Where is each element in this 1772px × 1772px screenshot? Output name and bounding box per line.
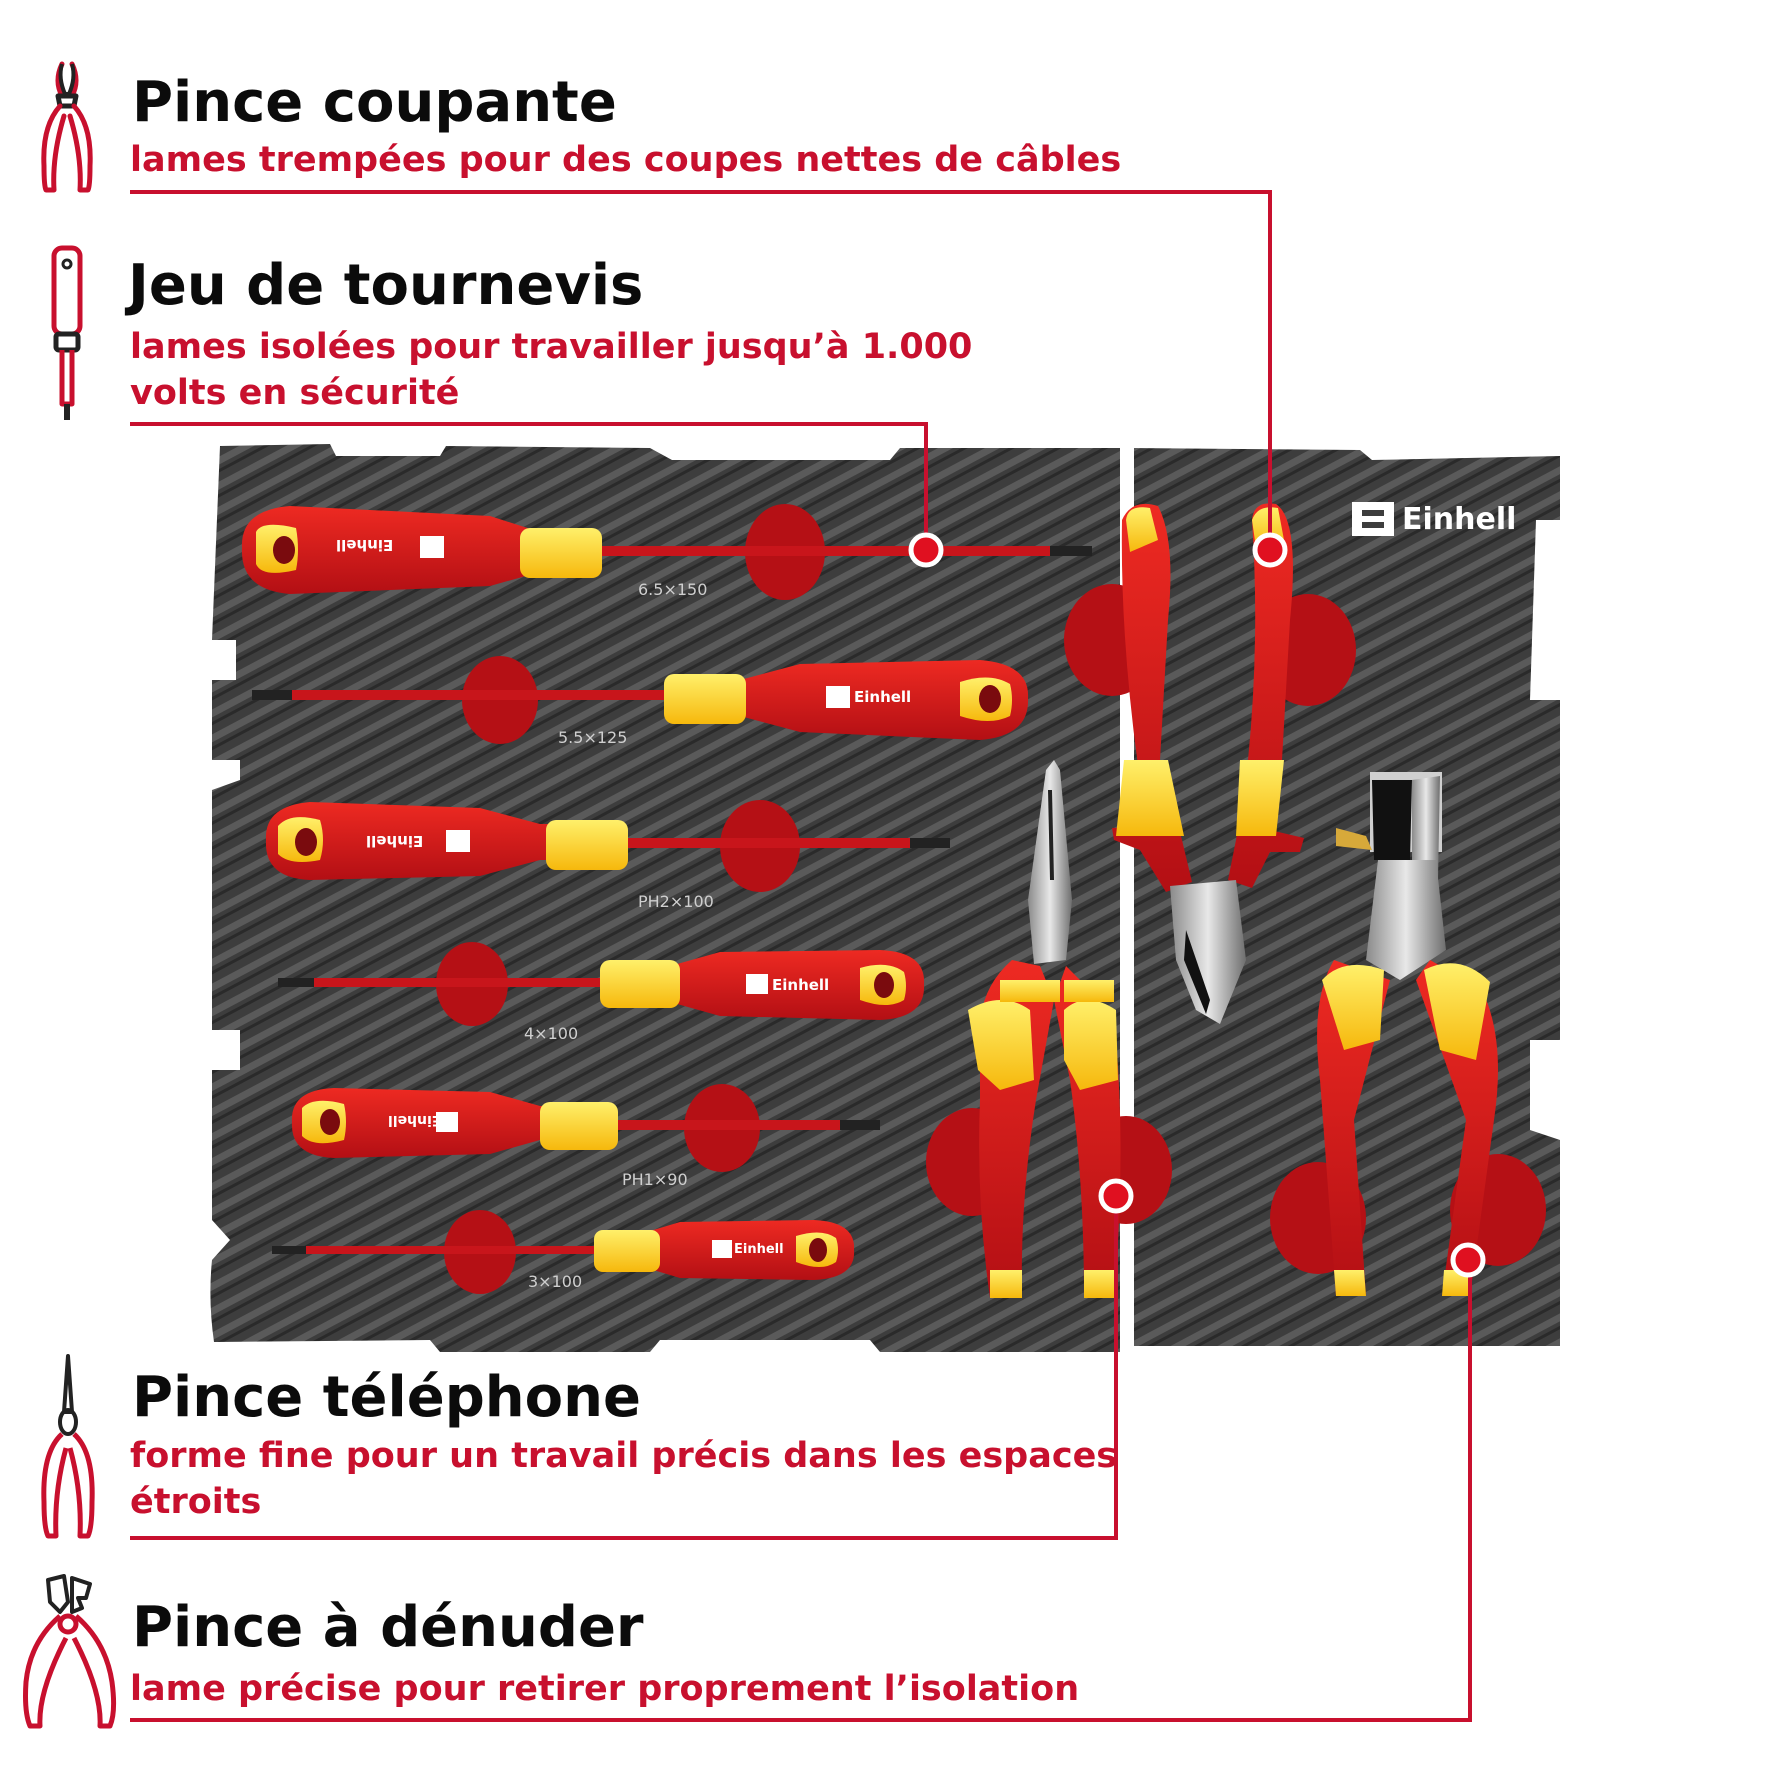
screwdriver-size-label: 5.5×125 <box>558 728 628 747</box>
feature-title: Jeu de tournevis <box>128 253 644 318</box>
screwdriver-brand-label: Einhell <box>336 536 394 554</box>
screwdriver-55x125 <box>252 656 1029 744</box>
feature-wire-stripper: Pince à dénuder lame précise pour retire… <box>0 1560 1772 1760</box>
feature-description: lame précise pour retirer proprement l’i… <box>130 1669 1080 1709</box>
screwdriver-4x100 <box>278 942 925 1026</box>
feature-needle-nose-pliers: Pince téléphone forme fine pour un trava… <box>0 1340 1772 1540</box>
screwdriver-ph1x90 <box>291 1084 880 1172</box>
callout-lines <box>130 190 1472 1722</box>
screwdriver-brand-label: Einhell <box>772 976 830 994</box>
einhell-logo <box>1352 502 1394 536</box>
needle-nose-pliers-icon <box>41 1354 95 1539</box>
cutting-pliers-icon <box>41 61 93 193</box>
screwdriver-brand-label: Einhell <box>734 1242 784 1257</box>
screwdriver-size-label: PH2×100 <box>638 892 714 911</box>
screwdriver-65x150 <box>241 504 1092 600</box>
callout-markers <box>908 532 1486 1278</box>
screwdriver-brand-label: Einhell <box>366 832 424 850</box>
feature-description: lames trempées pour des coupes nettes de… <box>130 140 1122 180</box>
screwdriver-size-label: PH1×90 <box>622 1170 688 1189</box>
screwdriver-icon <box>51 245 83 420</box>
screwdriver-size-label: 3×100 <box>528 1272 583 1291</box>
screwdriver-size-label: 4×100 <box>524 1024 579 1043</box>
wire-stripper-pliers <box>1270 772 1546 1296</box>
foam-tray-right <box>1134 448 1560 1346</box>
side-cutting-pliers <box>1064 503 1356 1024</box>
wire-stripper-icon <box>23 1574 117 1729</box>
feature-screwdriver-set: Jeu de tournevis lames isolées pour trav… <box>0 200 1772 430</box>
feature-description: volts en sécurité <box>130 373 460 413</box>
feature-description: lames isolées pour travailler jusqu’à 1.… <box>130 327 973 367</box>
tray-brand-label: Einhell <box>1402 502 1517 537</box>
screwdriver-size-label: 6.5×150 <box>638 580 708 599</box>
feature-title: Pince téléphone <box>132 1365 641 1430</box>
screwdriver-ph2x100 <box>265 800 950 892</box>
feature-title: Pince à dénuder <box>132 1595 644 1660</box>
screwdriver-brand-label: Einhell <box>854 688 912 706</box>
feature-description: forme fine pour un travail précis dans l… <box>130 1436 1118 1476</box>
feature-cutting-pliers: Pince coupante lames trempées pour des c… <box>0 0 1772 200</box>
screwdriver-3x100 <box>272 1210 855 1294</box>
needle-nose-pliers <box>926 760 1172 1298</box>
feature-description: étroits <box>130 1482 262 1522</box>
screwdriver-brand-label: Einhell <box>388 1112 442 1128</box>
feature-title: Pince coupante <box>132 70 617 135</box>
